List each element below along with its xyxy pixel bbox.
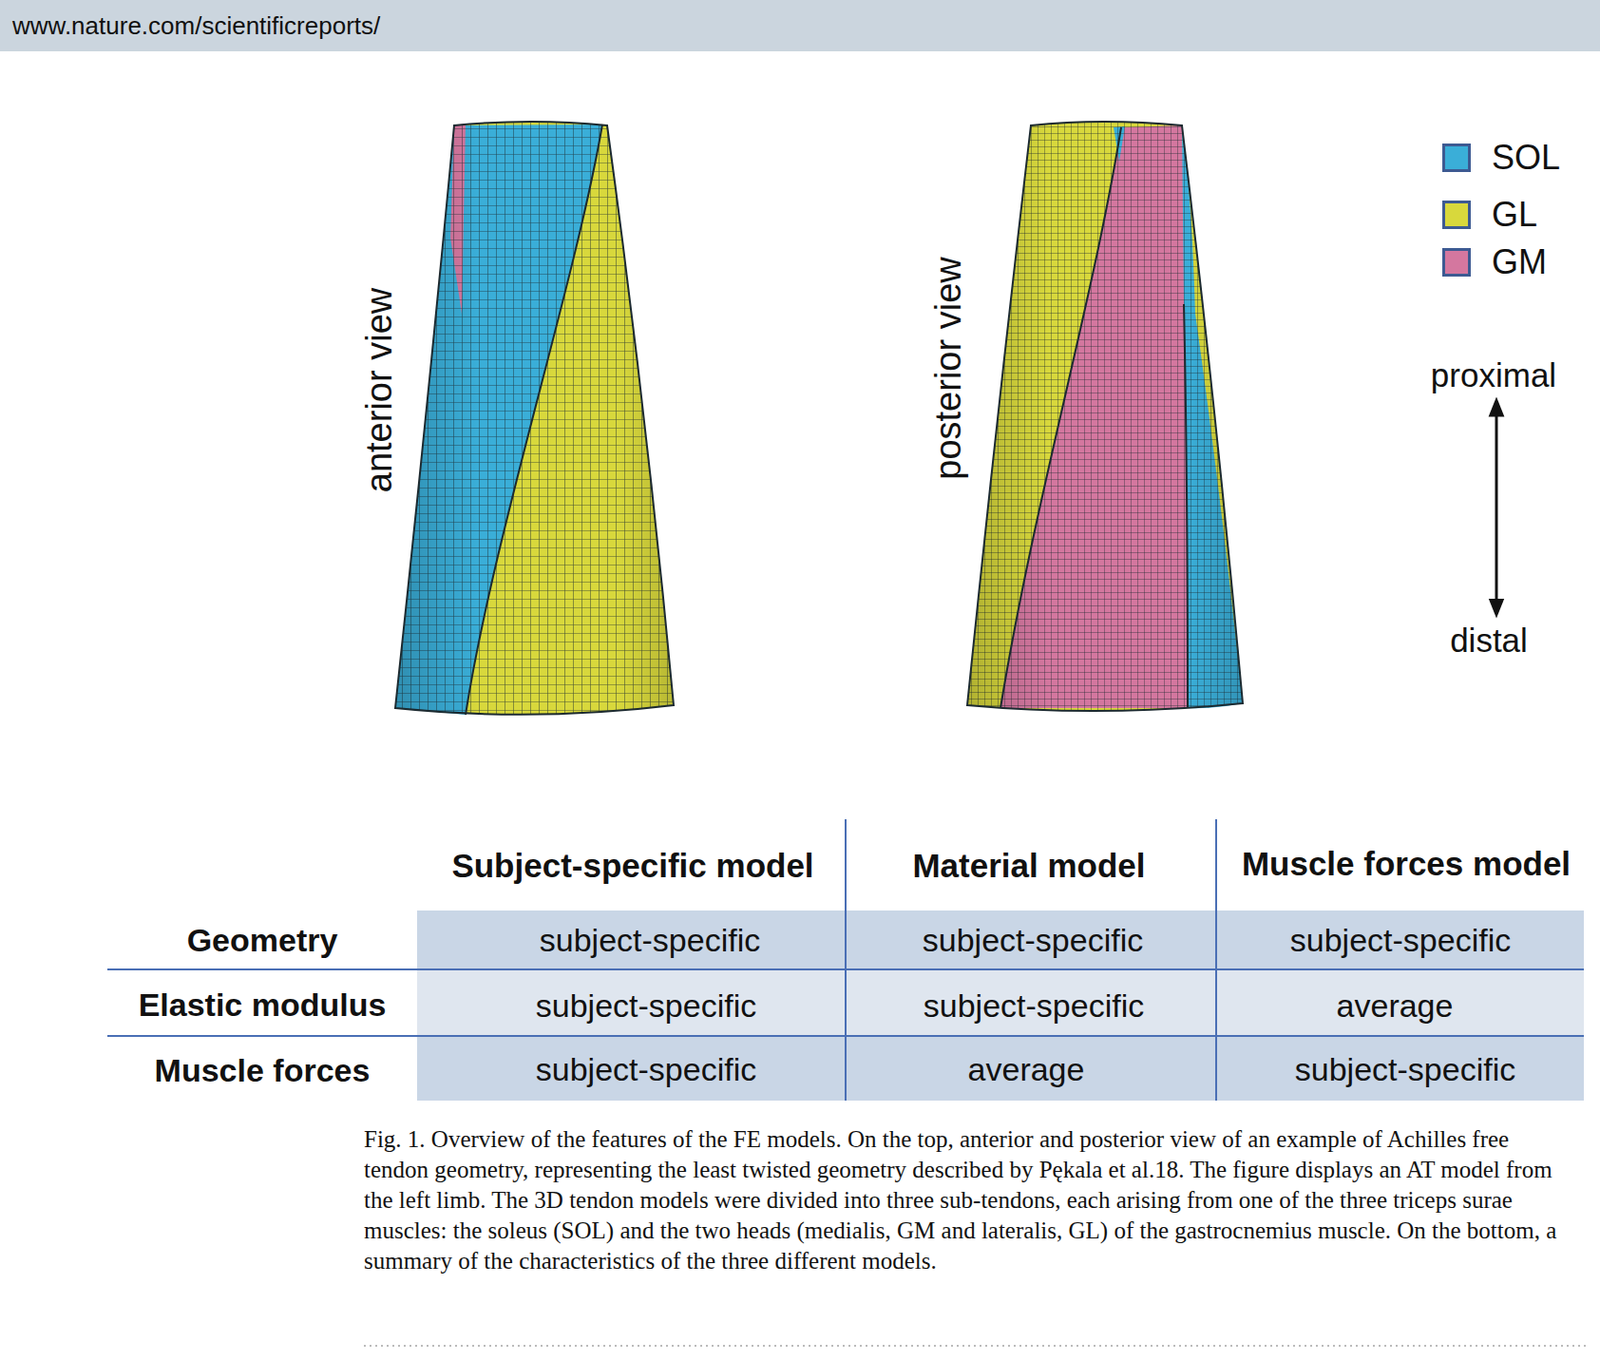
table-cell: subject-specific — [535, 1050, 757, 1088]
table-cell: subject-specific — [539, 921, 761, 959]
legend-item: SOL — [1442, 136, 1561, 179]
anterior-tendon-model — [395, 121, 674, 715]
figure-caption: Fig. 1. Overview of the features of the … — [363, 1123, 1558, 1277]
table-cell: subject-specific — [535, 987, 757, 1025]
legend-swatch — [1442, 143, 1471, 172]
view-label: anterior view — [359, 286, 400, 492]
legend-swatch — [1442, 247, 1471, 277]
row-header: Elastic modulus — [138, 986, 387, 1024]
legend-item: GL — [1442, 193, 1538, 236]
column-header: Subject-specific model — [451, 846, 814, 885]
column-header: Muscle forces model — [1241, 844, 1571, 883]
summary-table-grid — [107, 819, 1584, 1101]
table-cell: average — [1336, 987, 1454, 1025]
table-cell: subject-specific — [922, 921, 1143, 959]
table-cell: subject-specific — [923, 987, 1144, 1025]
legend-text: GL — [1491, 194, 1538, 235]
view-label: posterior view — [927, 256, 969, 479]
header-bar — [0, 0, 1600, 52]
legend-item: GM — [1442, 241, 1547, 284]
table-cell: subject-specific — [1290, 921, 1511, 959]
column-header: Material model — [912, 846, 1145, 885]
legend-swatch — [1442, 200, 1471, 229]
table-cell: average — [968, 1050, 1086, 1088]
direction-arrow — [1495, 406, 1499, 609]
legend-text: GM — [1491, 242, 1547, 283]
posterior-tendon-model — [967, 121, 1243, 711]
row-header: Geometry — [187, 921, 339, 959]
page-rule — [363, 1344, 1587, 1347]
direction-label: distal — [1449, 621, 1528, 660]
table-cell: subject-specific — [1295, 1050, 1516, 1088]
site-url: www.nature.com/scientificreports/ — [12, 11, 381, 41]
legend-text: SOL — [1491, 137, 1561, 178]
row-header: Muscle forces — [154, 1051, 371, 1089]
direction-label: proximal — [1430, 356, 1557, 395]
